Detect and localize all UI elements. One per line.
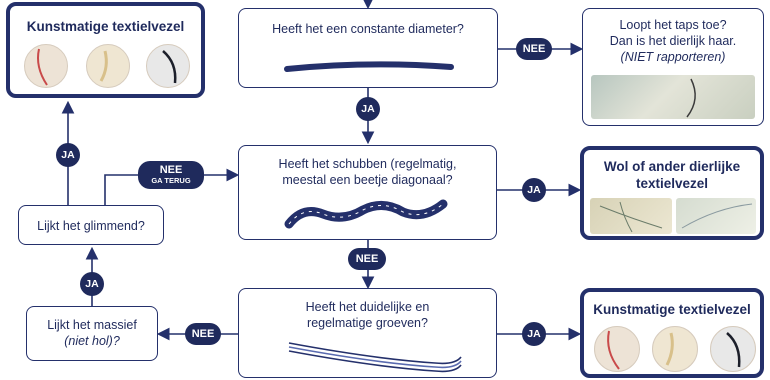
question-massive: Lijkt het massief (niet hol)?	[26, 306, 158, 361]
question-scales-line2: meestal een beetje diagonaal?	[282, 173, 453, 187]
fiber-straight-icon	[284, 61, 454, 72]
question-massive-line1: Lijkt het massief	[47, 318, 137, 332]
fiber-scaled-icon	[284, 199, 448, 229]
fiber-grooved-icon	[288, 342, 462, 373]
label-ja-glimmend: JA	[56, 143, 80, 167]
result-tapered-line2: Dan is het dierlijk haar.	[609, 34, 737, 48]
hair-micrograph	[591, 75, 755, 119]
question-constant-diameter: Heeft het een constante diameter?	[238, 8, 498, 88]
label-nee-top: NEE	[516, 38, 552, 60]
result-wool-line1: Wol of ander dierlijke	[603, 159, 741, 174]
wool-micrograph-1	[590, 198, 672, 234]
result-synthetic-top: Kunstmatige textielvezel	[6, 2, 205, 98]
label-nee-left: NEE	[185, 323, 221, 345]
wool-micrograph-2	[676, 198, 756, 234]
question-shiny-text: Lijkt het glimmend?	[37, 219, 145, 233]
question-grooves-line2: regelmatige groeven?	[307, 316, 428, 330]
label-ja-bottom-right: JA	[522, 322, 546, 346]
fiber-photo-red-2	[594, 326, 640, 372]
result-tapered-line1: Loopt het taps toe?	[619, 18, 727, 32]
result-wool-line2: textielvezel	[635, 176, 709, 191]
label-ja-wool: JA	[522, 178, 546, 202]
question-scales-line1: Heeft het schubben (regelmatig,	[278, 157, 457, 171]
question-massive-line2: (niet hol)?	[64, 334, 120, 348]
question-constant-diameter-text: Heeft het een constante diameter?	[272, 22, 464, 36]
label-nee-center: NEE	[348, 248, 386, 270]
result-tapered-hair: Loopt het taps toe? Dan is het dierlijk …	[582, 8, 764, 126]
label-ja-center-top: JA	[356, 97, 380, 121]
fiber-photo-transparent	[86, 44, 130, 88]
label-ja-massief: JA	[80, 272, 104, 296]
fiber-photo-dark	[146, 44, 190, 88]
result-synthetic-bottom: Kunstmatige textielvezel	[580, 288, 764, 378]
label-nee-ga-terug-line1: NEE	[159, 164, 183, 176]
result-tapered-line3: (NIET rapporteren)	[620, 50, 726, 64]
result-synthetic-top-title: Kunstmatige textielvezel	[26, 19, 185, 34]
result-wool: Wol of ander dierlijke textielvezel	[580, 146, 764, 240]
fiber-photo-transparent-2	[652, 326, 698, 372]
fiber-photo-dark-2	[710, 326, 756, 372]
label-nee-ga-terug: NEE GA TERUG	[138, 161, 204, 189]
question-scales: Heeft het schubben (regelmatig, meestal …	[238, 145, 497, 240]
fiber-photo-red	[24, 44, 68, 88]
result-synthetic-bottom-title: Kunstmatige textielvezel	[593, 302, 751, 317]
question-grooves: Heeft het duidelijke en regelmatige groe…	[238, 288, 497, 378]
label-nee-ga-terug-line2: GA TERUG	[151, 176, 191, 185]
question-shiny: Lijkt het glimmend?	[18, 205, 164, 245]
question-grooves-line1: Heeft het duidelijke en	[305, 300, 430, 314]
